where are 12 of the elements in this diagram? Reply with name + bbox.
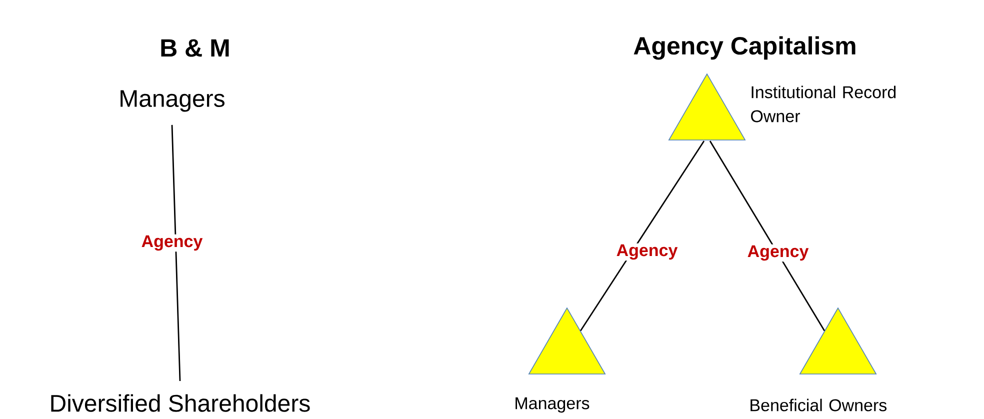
edge-label: Agency	[615, 243, 679, 261]
connector-line	[171, 124, 181, 382]
edge-label: Agency	[140, 234, 204, 252]
node-text: Diversified Shareholders	[51, 394, 310, 412]
connector-line	[580, 140, 705, 332]
node-caption: Beneficial Owners	[750, 398, 887, 412]
edge-label: Agency	[746, 244, 810, 262]
node-caption: Institutional Record Owner	[751, 86, 896, 122]
connector-line	[709, 140, 826, 332]
node-text: Managers	[120, 90, 224, 112]
heading: B & M	[161, 39, 229, 57]
node-caption: Managers	[516, 397, 590, 413]
